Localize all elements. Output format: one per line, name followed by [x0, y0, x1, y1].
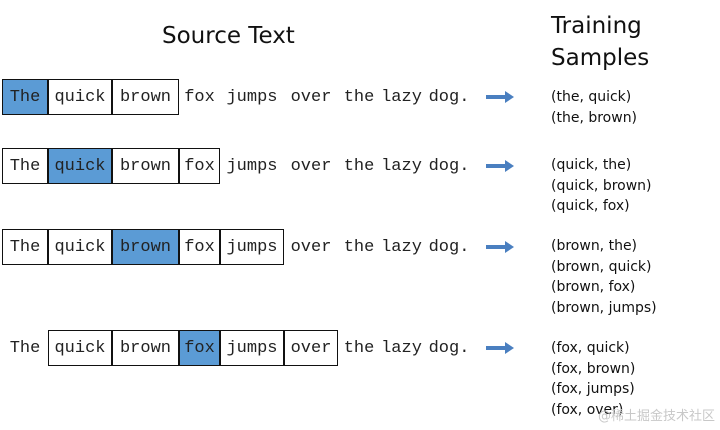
right-arrow-icon: [486, 342, 514, 354]
training-sample-pair: (quick, the): [551, 157, 632, 173]
training-sample-pair: (fox, jumps): [551, 381, 635, 397]
training-sample-pair: (brown, jumps): [551, 299, 657, 316]
context-word: jumps: [220, 330, 284, 366]
training-sample-pair: (brown, quick): [551, 258, 652, 275]
training-samples-list: (brown, the) (brown, quick) (brown, fox) (b…: [551, 236, 657, 318]
sentence-word: dog.: [428, 87, 470, 107]
sentence-word: over: [290, 87, 332, 107]
training-samples-list: (quick, the) (quick, brown) (quick, fox): [551, 155, 652, 217]
training-samples-list: (the, quick) (the, brown): [551, 87, 637, 128]
context-word: brown: [112, 148, 179, 184]
sentence-word: The: [9, 338, 41, 358]
context-word: fox: [179, 229, 220, 265]
center-word: fox: [179, 330, 220, 366]
training-sample-pair: (fox, brown): [551, 360, 636, 377]
training-sample-pair: (brown, fox): [551, 279, 636, 295]
watermark: @稀土掘金技术社区: [597, 409, 715, 424]
training-sample-pair: (quick, fox): [551, 198, 630, 214]
context-word: quick: [48, 79, 112, 115]
right-arrow-icon: [486, 160, 514, 172]
sentence-word: over: [290, 237, 332, 257]
sentence-word: dog.: [428, 237, 470, 257]
center-word: quick: [48, 148, 112, 184]
context-word: The: [2, 229, 48, 265]
sentence-word: lazy: [381, 338, 422, 358]
sentence-word: dog.: [428, 338, 470, 358]
context-word: quick: [48, 229, 112, 265]
sentence-word: fox: [184, 87, 215, 107]
training-samples-list: (fox, quick) (fox, brown) (fox, jumps) (fox…: [551, 338, 635, 420]
context-word: brown: [112, 79, 179, 115]
sentence-word: lazy: [381, 156, 422, 176]
sentence-word: jumps: [226, 87, 278, 107]
context-word: The: [2, 148, 48, 184]
center-word: brown: [112, 229, 179, 265]
training-sample-pair: (fox, over): [551, 401, 624, 418]
context-word: fox: [179, 148, 220, 184]
sentence-word: over: [290, 156, 332, 176]
training-sample-pair: (quick, brown): [551, 177, 652, 194]
sentence-word: lazy: [381, 237, 422, 257]
training-heading-line-2: Samples: [551, 45, 650, 71]
context-word: brown: [112, 330, 179, 366]
center-word: The: [2, 79, 48, 115]
sentence-word: jumps: [226, 156, 278, 176]
training-sample-pair: (the, brown): [551, 109, 638, 126]
sentence-word: the: [343, 237, 375, 257]
sentence-word: lazy: [381, 87, 422, 107]
training-sample-pair: (the, quick): [551, 89, 632, 105]
training-sample-pair: (brown, the): [551, 238, 638, 254]
training-heading-line-1: Training: [551, 13, 642, 39]
sentence-word: the: [343, 87, 375, 107]
sentence-word: the: [343, 156, 375, 176]
sentence-word: dog.: [428, 156, 470, 176]
training-samples-heading: Training Samples: [551, 10, 649, 74]
context-word: jumps: [220, 229, 284, 265]
right-arrow-icon: [486, 241, 514, 253]
context-word: quick: [48, 330, 112, 366]
source-text-heading: Source Text: [162, 23, 295, 49]
context-word: over: [284, 330, 338, 366]
sentence-word: the: [343, 338, 375, 358]
right-arrow-icon: [486, 91, 514, 103]
training-sample-pair: (fox, quick): [551, 340, 630, 356]
